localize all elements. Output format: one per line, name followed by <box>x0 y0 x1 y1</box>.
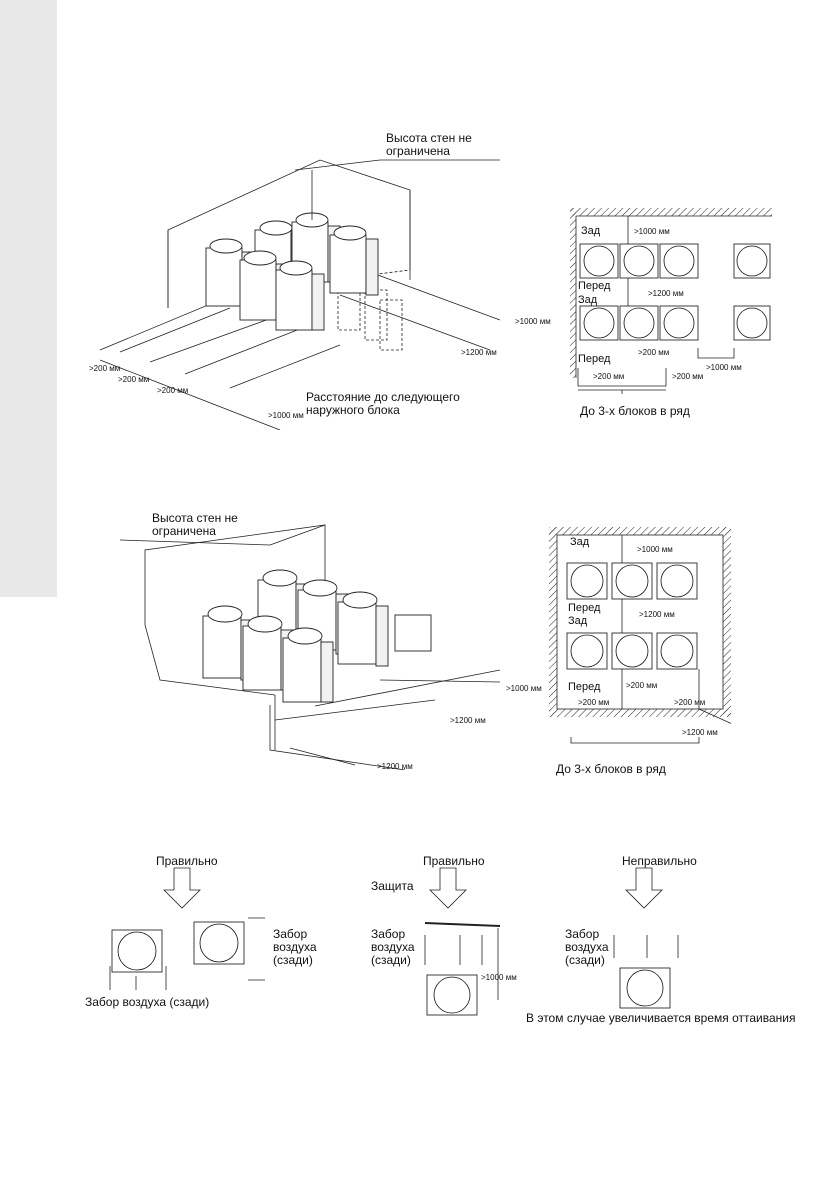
fig3-middle-intake-1: Забор <box>371 927 406 941</box>
plan2-row2-fans <box>566 632 698 670</box>
fig3-left-intake-2: воздуха <box>273 940 317 954</box>
plan1-d1000-top: >1000 мм <box>634 227 670 236</box>
plan2-d1200-mid: >1200 мм <box>639 610 675 619</box>
plan1-d200-mid: >200 мм <box>638 348 670 357</box>
fig1-wall-label-line1: Высота стен не <box>386 131 472 145</box>
plan2-front2-label: Перед <box>568 681 601 693</box>
figure-2-plan-view <box>549 527 731 747</box>
fig1-dim-left2: >200 мм <box>118 375 150 384</box>
plan1-caption: До 3-х блоков в ряд <box>580 404 690 418</box>
fig1-dim-right1: >1000 мм <box>515 317 551 326</box>
plan1-front1-label: Перед <box>578 280 611 292</box>
plan2-d200-right: >200 мм <box>674 698 706 707</box>
unit-back-3 <box>329 225 379 296</box>
fig1-dim-front: >1000 мм <box>268 411 304 420</box>
fig2-unit-back-3 <box>337 591 389 667</box>
fig1-wall-label-line2: ограничена <box>386 144 450 158</box>
down-arrow-icon-right <box>625 867 663 909</box>
fig2-wall-label-line1: Высота стен не <box>152 511 238 525</box>
fig1-dim-left3: >200 мм <box>157 386 189 395</box>
plan1-d200-left: >200 мм <box>593 372 625 381</box>
plan1-row1-fans <box>579 243 771 279</box>
fig2-dim-right2: >1200 мм <box>450 716 486 725</box>
figure-1-isometric <box>80 130 560 430</box>
fig3-left-intake-3: (сзади) <box>273 953 313 967</box>
unit-front-3 <box>275 260 325 331</box>
down-arrow-icon-middle <box>429 867 467 909</box>
fig1-distance-label-line2: наружного блока <box>306 403 400 417</box>
plan1-front2-label: Перед <box>578 353 611 365</box>
plan1-d1000-right: >1000 мм <box>706 363 742 372</box>
fig2-dim-bottom: >1200 мм <box>377 762 413 771</box>
plan1-d200-right: >200 мм <box>672 372 704 381</box>
fig3-middle-dim: >1000 мм <box>481 973 517 982</box>
fig3-right-note: В этом случае увеличивается время оттаив… <box>526 1011 796 1025</box>
plan2-front1-label: Перед <box>568 602 601 614</box>
plan1-back1-label: Зад <box>581 225 601 237</box>
fig3-left-intake-1: Забор <box>273 927 308 941</box>
plan1-back2-label: Зад <box>578 294 598 306</box>
plan2-back1-label: Зад <box>570 536 590 548</box>
fig3-left-title: Правильно <box>156 854 218 868</box>
plan1-row2-fans <box>579 305 771 341</box>
fig3-right-intake-1: Забор <box>565 927 600 941</box>
fig2-dim-right1: >1000 мм <box>506 684 542 693</box>
plan2-d1000-top: >1000 мм <box>637 545 673 554</box>
fig1-dim-right2: >1200 мм <box>461 348 497 357</box>
fig3-middle-title: Правильно <box>423 854 485 868</box>
fig3-right-intake-2: воздуха <box>565 940 609 954</box>
plan2-d200-left: >200 мм <box>578 698 610 707</box>
plan2-d1200-right: >1200 мм <box>682 728 718 737</box>
plan1-d1200: >1200 мм <box>648 289 684 298</box>
fig2-wall-label-line2: ограничена <box>152 524 216 538</box>
side-tab-strip <box>0 0 57 597</box>
plan2-back2-label: Зад <box>568 615 588 627</box>
fig3-right-title: Неправильно <box>622 854 697 868</box>
fig3-middle-intake-2: воздуха <box>371 940 415 954</box>
figure-1-plan-view <box>566 208 772 404</box>
plan2-d200-mid: >200 мм <box>626 681 658 690</box>
fig3-middle-protection: Защита <box>371 879 414 893</box>
fig1-dim-left1: >200 мм <box>89 364 121 373</box>
figure-3-airflow <box>80 850 780 1030</box>
figure-2-isometric <box>115 520 555 770</box>
fig2-unit-front-3 <box>282 627 334 703</box>
plan2-row1-fans <box>566 562 698 600</box>
fig3-middle-intake-3: (сзади) <box>371 953 411 967</box>
plan2-caption: До 3-х блоков в ряд <box>556 762 666 776</box>
down-arrow-icon-left <box>163 867 201 909</box>
fig3-left-intake-bottom: Забор воздуха (сзади) <box>85 995 210 1009</box>
fig1-distance-label-line1: Расстояние до следующего <box>306 390 460 404</box>
fig3-right-intake-3: (сзади) <box>565 953 605 967</box>
